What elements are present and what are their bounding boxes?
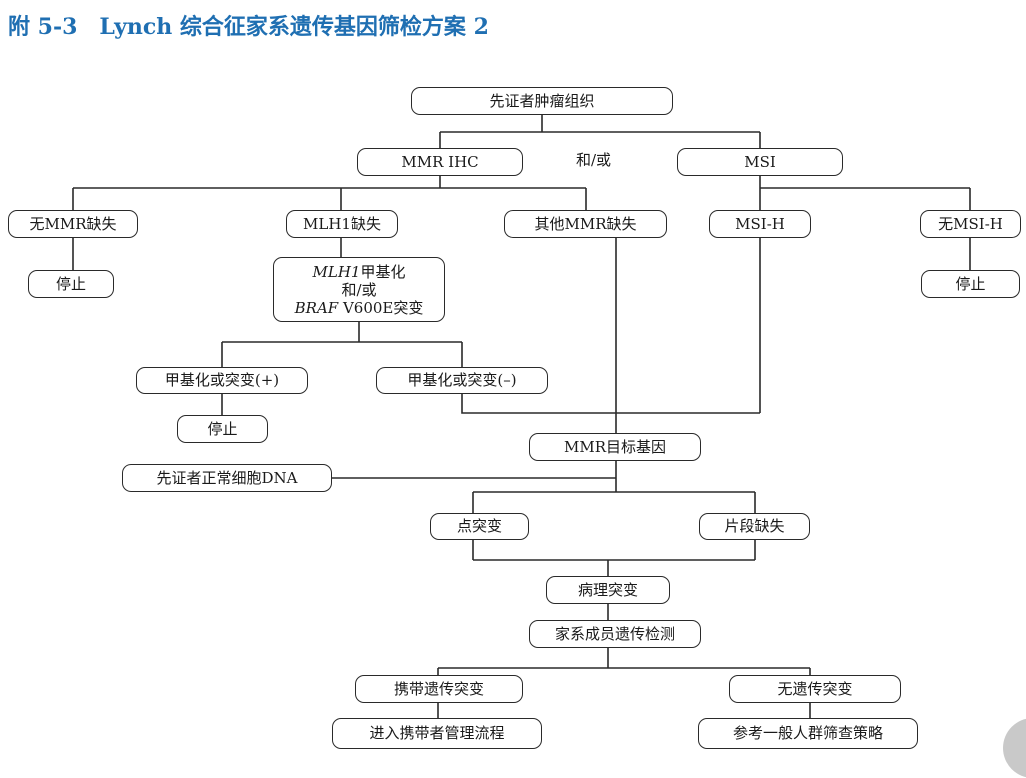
- general-screening-box: 参考一般人群筛查策略: [698, 718, 918, 749]
- fragment-deletion-box: 片段缺失: [699, 513, 810, 540]
- methylation-negative-box: 甲基化或突变(–): [376, 367, 548, 394]
- mmr-target-gene-box: MMR目标基因: [529, 433, 701, 461]
- proband-normal-dna-box: 先证者正常细胞DNA: [122, 464, 332, 492]
- carrier-management-box: 进入携带者管理流程: [332, 718, 542, 749]
- mmr-ihc-box: MMR IHC: [357, 148, 523, 176]
- braf-gene-label: BRAF: [294, 298, 339, 317]
- methylation-positive-box: 甲基化或突变(+): [136, 367, 308, 394]
- test-line-2: 和/或: [341, 280, 377, 299]
- v600e-label: V600E突变: [338, 298, 424, 317]
- point-mutation-box: 点突变: [430, 513, 529, 540]
- no-mmr-loss-box: 无MMR缺失: [8, 210, 138, 238]
- and-or-label: 和/或: [576, 151, 612, 169]
- stop-middle-box: 停止: [177, 415, 268, 443]
- stop-left-box: 停止: [28, 270, 114, 298]
- no-carrier-mutation-box: 无遗传突变: [729, 675, 901, 703]
- page-title: 附 5-3 Lynch 综合征家系遗传基因筛检方案 2: [8, 14, 489, 40]
- mlh1-gene-label: MLH1: [312, 262, 361, 281]
- proband-tumor-box: 先证者肿瘤组织: [411, 87, 673, 115]
- no-msi-h-box: 无MSI-H: [920, 210, 1021, 238]
- stop-right-box: 停止: [921, 270, 1020, 298]
- test-line-1: MLH1甲基化: [313, 263, 406, 281]
- family-genetic-test-box: 家系成员遗传检测: [529, 620, 701, 648]
- methylation-label: 甲基化: [360, 262, 406, 281]
- carrier-mutation-box: 携带遗传突变: [355, 675, 523, 703]
- other-mmr-loss-box: 其他MMR缺失: [504, 210, 667, 238]
- page-corner-decoration: [1003, 718, 1026, 778]
- msi-h-box: MSI-H: [709, 210, 811, 238]
- msi-box: MSI: [677, 148, 843, 176]
- test-line-3: BRAF V600E突变: [295, 299, 424, 317]
- pathogenic-mutation-box: 病理突变: [546, 576, 670, 604]
- mlh1-loss-box: MLH1缺失: [286, 210, 398, 238]
- methylation-test-box: MLH1甲基化 和/或 BRAF V600E突变: [273, 257, 445, 322]
